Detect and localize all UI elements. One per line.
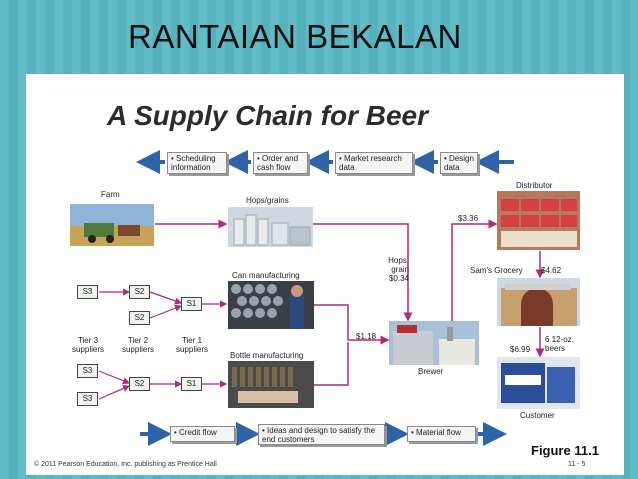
- supplier-s3-bottom: S3: [77, 392, 98, 406]
- farm-label: Farm: [101, 190, 120, 199]
- supplier-s3-mid: S3: [77, 364, 98, 378]
- copyright: © 2011 Pearson Education, Inc. publishin…: [34, 461, 217, 468]
- supplier-s3-top: S3: [77, 285, 98, 299]
- price-customer: $6.99: [510, 345, 531, 354]
- page-number: 11 - 5: [568, 461, 586, 468]
- grocery-label: Sam's Grocery: [470, 266, 523, 275]
- supplier-s1-bottom: S1: [181, 377, 202, 391]
- price-customer-unit: 6 12-oz. beers: [545, 335, 574, 353]
- top-flow-scheduling: • Scheduling information: [167, 152, 227, 174]
- brewer-to-distributor-arrow: [451, 219, 498, 322]
- grocery-photo: [497, 278, 580, 326]
- supplier-s1-top: S1: [181, 297, 202, 311]
- distributor-label: Distributor: [516, 181, 553, 190]
- tier2-label: Tier 2 suppliers: [121, 336, 154, 354]
- slide-title: RANTAIAN BEKALAN: [128, 18, 462, 55]
- customer-photo: [497, 357, 580, 409]
- tier3-label: Tier 3 suppliers: [71, 336, 104, 354]
- figure-title: A Supply Chain for Beer: [107, 100, 429, 131]
- can-photo: [228, 281, 314, 329]
- can-to-brewer-arrow: [314, 304, 390, 345]
- brewer-photo: [389, 321, 479, 365]
- price-distributor: $3.36: [458, 214, 479, 223]
- hops-to-brewer-arrow: [313, 223, 413, 322]
- top-flow-market-research: • Market research data: [335, 152, 413, 174]
- bottom-flow-credit: • Credit flow: [170, 426, 235, 442]
- price-can: $1.18: [356, 332, 377, 341]
- top-flow-design-data: • Design data: [440, 152, 478, 174]
- bottle-to-brewer-line: [314, 342, 349, 386]
- price-hops-grain: Hops, grain $0.34: [388, 256, 409, 283]
- customer-label: Customer: [520, 411, 555, 420]
- hops-label: Hops/grains: [246, 196, 289, 205]
- bottom-flow-ideas: • Ideas and design to satisfy the end cu…: [258, 424, 385, 445]
- supplier-s2-top: S2: [129, 285, 150, 299]
- top-flow-order-cash: • Order and cash flow: [253, 152, 308, 174]
- figure-number: Figure 11.1: [531, 443, 599, 458]
- tier1-label: Tier 1 suppliers: [175, 336, 208, 354]
- can-label: Can manufacturing: [232, 271, 300, 280]
- bottle-photo: [228, 361, 314, 408]
- price-grocery: $4.62: [541, 266, 562, 275]
- distributor-photo: [497, 191, 580, 250]
- bottle-label: Bottle manufacturing: [230, 351, 304, 360]
- brewer-label: Brewer: [418, 367, 444, 376]
- hops-photo: [228, 207, 313, 247]
- farm-photo: [70, 204, 154, 246]
- bottom-flow-material: • Material flow: [407, 426, 476, 442]
- supplier-s2-bottom: S2: [129, 377, 150, 391]
- supplier-s2-mid: S2: [129, 311, 150, 325]
